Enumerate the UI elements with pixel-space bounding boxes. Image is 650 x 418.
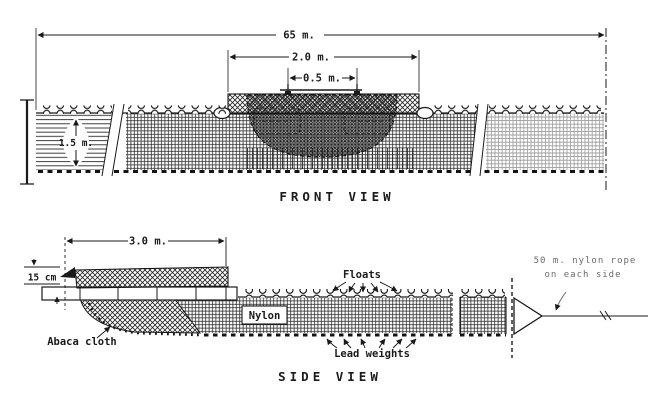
- dim-raft-height-label: 15 cm: [28, 273, 57, 284]
- right-net-segment: [459, 296, 507, 334]
- rope-note: 50 m. nylon rope on each side: [534, 256, 637, 311]
- dim-total-width-label: 65 m.: [283, 30, 315, 42]
- nylon-label: Nylon: [249, 310, 281, 322]
- dim-raft-height: 15 cm: [24, 259, 60, 304]
- side-floats-row: [240, 289, 505, 298]
- dim-mouth-width-label: 0.5 m.: [303, 73, 341, 85]
- net-depth-dimension: 1.5 m.: [59, 117, 93, 168]
- dim-bag-width-label: 2.0 m.: [292, 52, 330, 64]
- dim-total-width: 65 m.: [35, 28, 607, 192]
- dim-mouth-width: 0.5 m.: [287, 68, 358, 85]
- lead-weights-callout: Lead weights: [326, 338, 417, 360]
- side-view-title: SIDE VIEW: [278, 369, 382, 384]
- floats-callout: Floats: [332, 269, 398, 293]
- rope-note-line2: on each side: [544, 270, 621, 280]
- floats-label: Floats: [343, 269, 381, 281]
- lead-weights-label: Lead weights: [334, 348, 410, 360]
- abaca-cloth-label: Abaca cloth: [47, 336, 117, 348]
- abaca-cloth-callout: Abaca cloth: [47, 326, 117, 348]
- front-left-pole: [20, 99, 34, 185]
- net-break-marks: [101, 103, 489, 177]
- dim-raft-length-label: 3.0 m.: [129, 236, 167, 248]
- front-floats-row: [40, 105, 601, 114]
- front-view: 1.5 m. 65 m. 2.0 m. 0.5 m.: [20, 28, 607, 204]
- bamboo-pole: [41, 286, 238, 301]
- raft-strip: [60, 266, 229, 289]
- nylon-label-box: Nylon: [241, 305, 288, 325]
- end-bridle: [511, 278, 544, 358]
- tow-rope: [542, 310, 648, 321]
- bag-outline: [246, 94, 398, 158]
- side-lead-line: [87, 302, 506, 337]
- bag-funnels: [253, 107, 391, 135]
- side-view: 3.0 m. 15 cm Nylon Abaca cloth Floats: [24, 236, 648, 384]
- bag-fringe: [243, 148, 416, 169]
- dim-raft-length: 3.0 m.: [64, 236, 227, 310]
- rope-note-line1: 50 m. nylon rope: [534, 256, 637, 266]
- bag-mouth: [280, 84, 362, 95]
- net-depth-label: 1.5 m.: [59, 138, 93, 149]
- abaca-cloth-panel: [79, 297, 202, 334]
- nylon-net-panel: [174, 296, 453, 334]
- front-view-title: FRONT VIEW: [279, 189, 394, 204]
- dim-bag-width: 2.0 m.: [227, 50, 420, 92]
